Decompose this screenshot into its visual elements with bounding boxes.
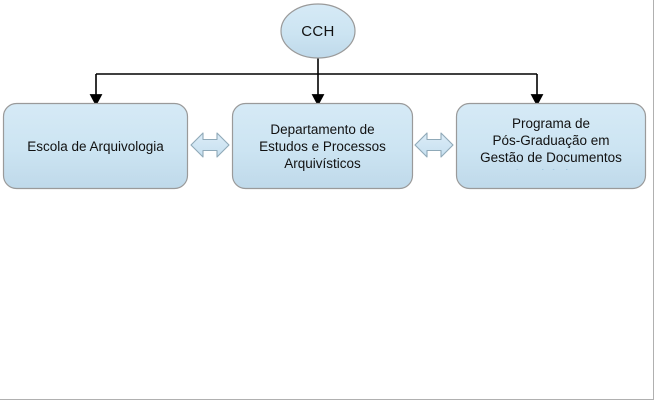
- connector-lines: [89, 58, 544, 107]
- double-arrow-departamento-programa[interactable]: [414, 132, 454, 158]
- double-arrow-escola-departamento[interactable]: [190, 132, 230, 158]
- box-escola-de-arquivologia[interactable]: [2, 102, 189, 190]
- box-departamento[interactable]: [231, 102, 414, 190]
- root-node-cch[interactable]: [280, 3, 356, 59]
- box-programa-pos-graduacao[interactable]: [455, 102, 647, 190]
